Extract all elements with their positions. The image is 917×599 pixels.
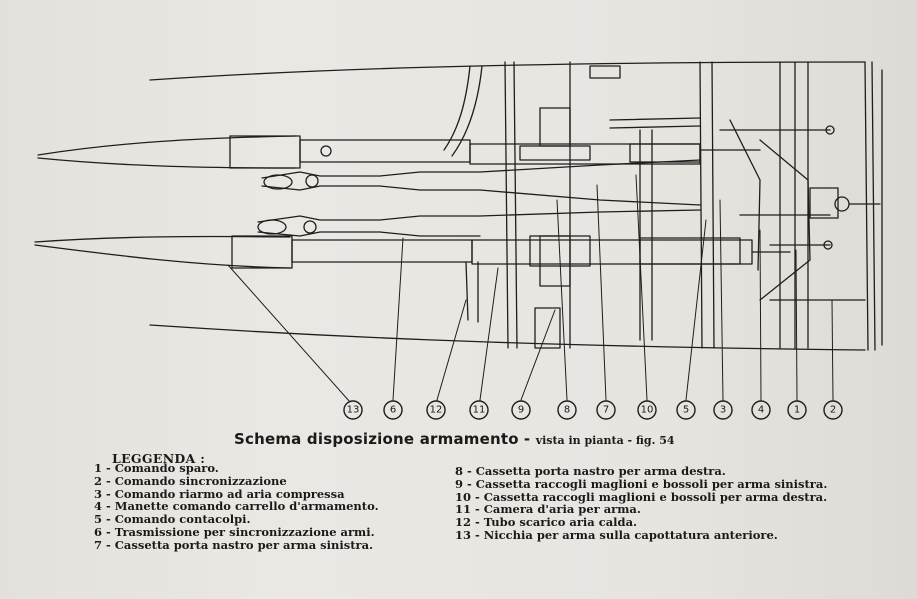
callout-label: 11 [473, 405, 486, 416]
legend-item: 2 - Comando sincronizzazione [94, 473, 287, 488]
legend-item: 5 - Comando contacolpi. [94, 512, 251, 527]
callout-2: 2 [823, 400, 843, 420]
figure-title: Schema disposizione armamento [234, 430, 519, 448]
legend-item: 13 - Nicchia per arma sulla capottatura … [455, 527, 778, 542]
callout-9: 9 [511, 400, 531, 420]
callout-label: 5 [683, 405, 689, 416]
legend-item: 8 - Cassetta porta nastro per arma destr… [455, 464, 726, 478]
legend-item: 7 - Cassetta porta nastro per arma sinis… [94, 537, 374, 552]
figure-subtitle: vista in pianta - fig. 54 [535, 434, 675, 447]
controls [719, 119, 881, 301]
callout-13: 13 [343, 400, 363, 420]
callout-8: 8 [557, 400, 577, 420]
callout-label: 4 [758, 405, 764, 416]
callout-1: 1 [787, 400, 807, 420]
callout-label: 3 [720, 405, 726, 416]
callout-label: 12 [430, 405, 443, 416]
callout-5: 5 [676, 400, 696, 420]
callout-label: 13 [347, 405, 360, 416]
callout-label: 9 [518, 405, 524, 416]
callout-11: 11 [469, 400, 489, 420]
callout-leaders [227, 174, 834, 403]
callout-label: 2 [830, 405, 836, 416]
legend-item: 1 - Comando sparo. [94, 461, 219, 475]
callout-label: 10 [641, 405, 654, 416]
callout-label: 1 [794, 405, 800, 416]
cowling-outline [149, 61, 883, 351]
legend-item: 10 - Cassetta raccogli maglioni e bossol… [455, 489, 828, 504]
legend-item: 11 - Camera d'aria per arma. [455, 502, 641, 517]
callout-3: 3 [713, 400, 733, 420]
ammo-boxes [534, 65, 701, 349]
lower-gun-barrel [34, 235, 791, 269]
legend-item: 3 - Comando riarmo ad aria compressa [94, 486, 345, 501]
upper-sync-rod [261, 159, 701, 206]
callout-10: 10 [637, 400, 657, 420]
callout-label: 7 [603, 405, 609, 416]
callout-6: 6 [383, 400, 403, 420]
callout-12: 12 [426, 400, 446, 420]
lower-sync-rod [257, 209, 701, 237]
legend-right-column: 8 - Cassetta porta nastro per arma destr… [455, 465, 827, 542]
figure-caption: Schema disposizione armamento - vista in… [234, 430, 675, 448]
callout-label: 6 [390, 405, 396, 416]
callout-4: 4 [751, 400, 771, 420]
upper-gun-barrel [37, 135, 761, 169]
legend-heading: LEGGENDA : [112, 451, 206, 466]
hot-air-exhaust-tube [443, 65, 483, 323]
legend-item: 4 - Manette comando carrello d'armamento… [94, 499, 379, 514]
callout-7: 7 [596, 400, 616, 420]
legend-left-column: 1 - Comando sparo. 2 - Comando sincroniz… [94, 462, 379, 552]
callout-label: 8 [564, 405, 570, 416]
legend-item: 6 - Trasmissione per sincronizzazione ar… [94, 524, 375, 539]
legend-item: 12 - Tubo scarico aria calda. [455, 515, 638, 530]
legend-item: 9 - Cassetta raccogli maglioni e bossoli… [455, 476, 828, 491]
